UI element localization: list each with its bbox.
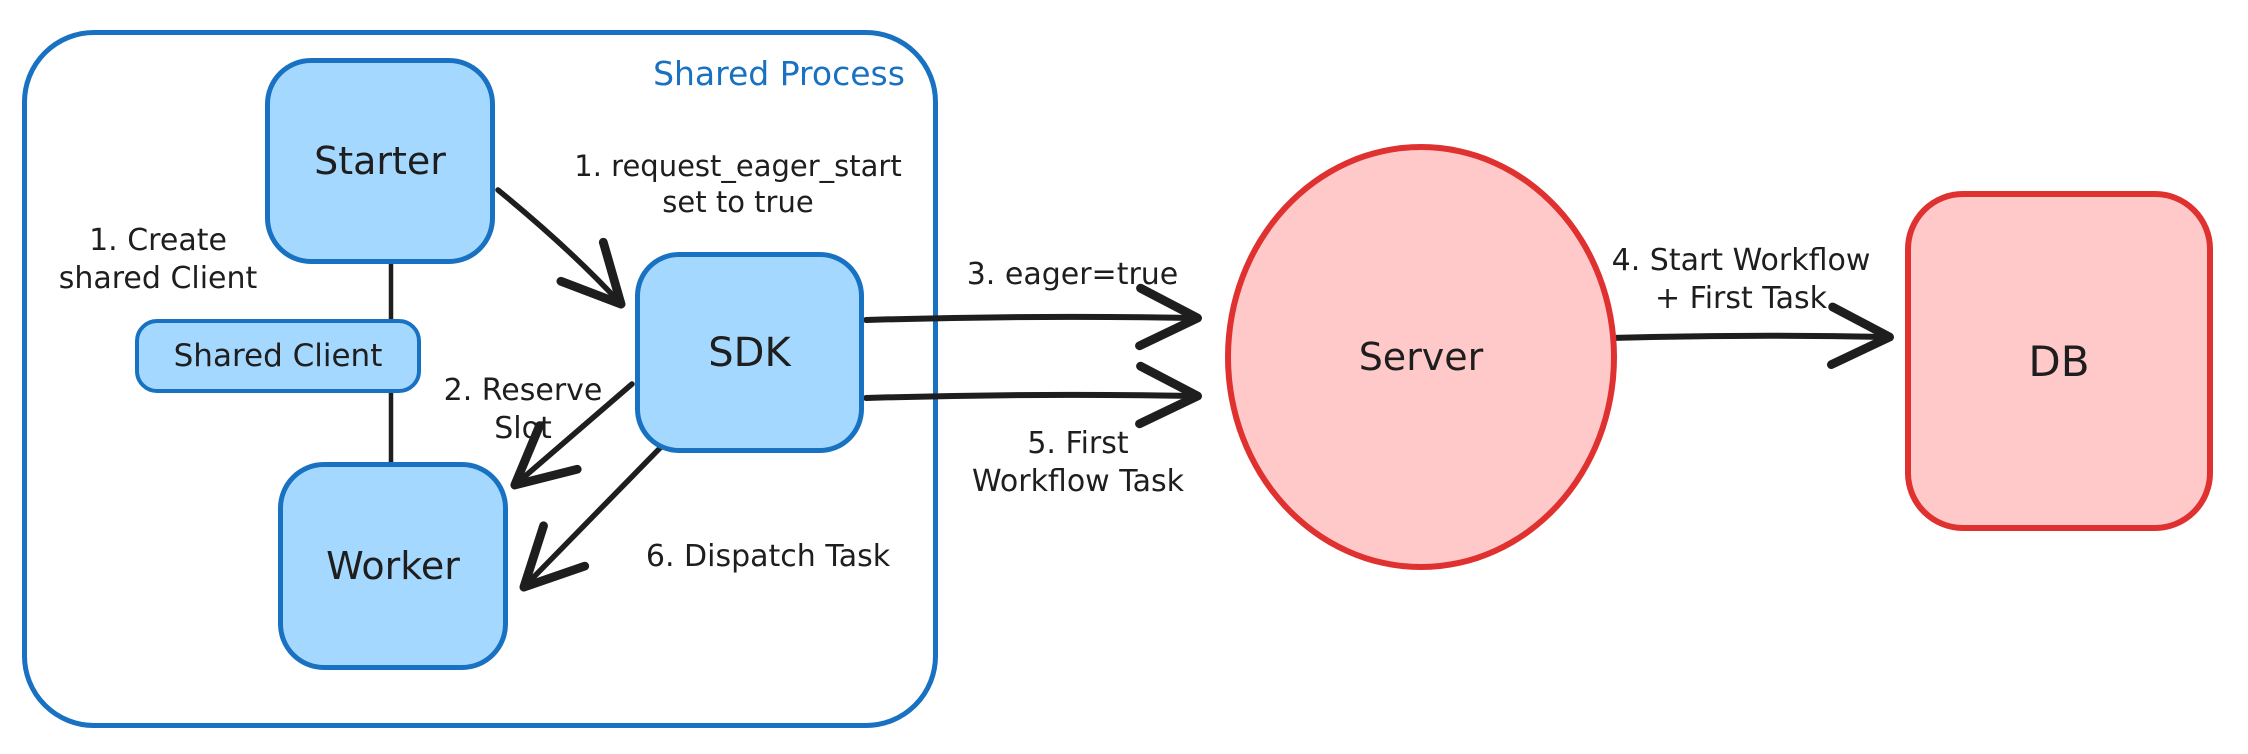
- node-worker-label: Worker: [326, 544, 460, 588]
- edge-request-eager-start: [495, 187, 626, 309]
- node-sdk: SDK: [635, 252, 864, 453]
- edge-start-workflow: [1607, 302, 1894, 369]
- node-starter-label: Starter: [314, 139, 446, 183]
- shared-process-container: [22, 30, 938, 728]
- node-db-label: DB: [2028, 336, 2090, 386]
- node-server-label: Server: [1358, 335, 1484, 379]
- node-sdk-label: SDK: [708, 329, 791, 376]
- annotation-start-workflow: 4. Start Workflow + First Task: [1611, 243, 1871, 316]
- shared-process-label: Shared Process: [653, 54, 905, 93]
- edge-first-workflow-task: [863, 361, 1202, 429]
- annotation-reserve-slot: 2. Reserve Slot: [443, 373, 603, 446]
- annotation-first-workflow-task: 5. First Workflow Task: [971, 426, 1185, 499]
- node-worker: Worker: [278, 462, 508, 670]
- node-db: DB: [1905, 191, 2213, 531]
- edge-dispatch-task: [519, 445, 663, 592]
- edge-eager-true: [863, 283, 1202, 351]
- annotation-dispatch-task: 6. Dispatch Task: [645, 539, 891, 574]
- node-shared-client-label: Shared Client: [173, 338, 383, 374]
- node-server: Server: [1225, 144, 1617, 570]
- annotation-request-eager-start: 1. request_eager_start set to true: [574, 149, 902, 220]
- annotation-eager-true: 3. eager=true: [966, 257, 1179, 292]
- annotation-create-shared-client: 1. Create shared Client: [58, 223, 258, 296]
- edge-reserve-slot: [510, 381, 635, 490]
- node-starter: Starter: [265, 58, 495, 264]
- node-shared-client: Shared Client: [135, 319, 421, 393]
